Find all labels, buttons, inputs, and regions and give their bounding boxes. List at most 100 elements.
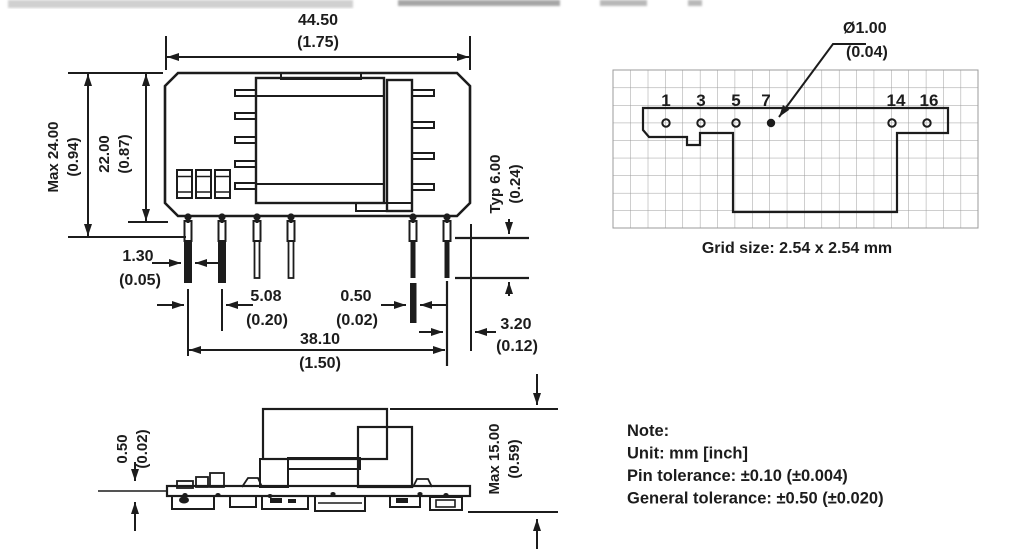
pin-joint [409, 213, 417, 221]
pin-5 [253, 240, 261, 279]
dim-side-height-max-inch: (0.59) [506, 439, 523, 478]
dim-pin-edge-offset-mm: 3.20 [500, 316, 531, 333]
lead [234, 89, 257, 97]
notes: Note: Unit: mm [inch] Pin tolerance: ±0.… [627, 422, 884, 508]
lead [411, 183, 435, 191]
hole-dia-mm: Ø1.00 [843, 20, 887, 37]
pin-joint [443, 213, 451, 221]
top-streak [8, 0, 353, 8]
cropped-top-streaks [8, 0, 702, 8]
lead [234, 112, 257, 120]
dim-pcb-thickness: 0.50 (0.02) [114, 429, 151, 531]
pin-label-14: 14 [887, 91, 906, 110]
dim-pin-span-inch: (1.50) [299, 355, 341, 372]
pin-joint [218, 213, 226, 221]
smd-component [261, 495, 309, 510]
dim-pin-width-mm: 1.30 [122, 248, 153, 265]
lead [411, 89, 435, 97]
pin-label-16: 16 [920, 91, 939, 110]
dim-side-height-max-mm: Max 15.00 [486, 424, 503, 495]
lead [234, 136, 257, 144]
pin-layout-diagram: Ø1.00 (0.04) 1 3 5 7 14 16 Grid size: 2.… [612, 20, 979, 257]
pin-joint [184, 213, 192, 221]
footprint-outline [641, 106, 950, 214]
pin-14 [410, 241, 416, 278]
dim-pin-length-mm: Typ 6.00 [487, 155, 504, 214]
pin-1 [184, 241, 192, 283]
hole-dia-leader-arrow [778, 43, 866, 118]
lead [411, 152, 435, 160]
smd-component [229, 495, 257, 508]
small-component [176, 480, 194, 489]
component-block [259, 458, 289, 488]
note-pin-tolerance: Pin tolerance: ±0.10 (±0.004) [627, 467, 848, 485]
dim-pin-pitch: 5.08 (0.20) [157, 288, 288, 329]
module-case-outline [163, 71, 472, 218]
lead [411, 121, 435, 129]
dim-pin-thickness: 0.50 (0.02) [336, 288, 446, 329]
grid-size-caption: Grid size: 2.54 x 2.54 mm [702, 240, 892, 257]
pin-16 [444, 241, 450, 278]
dim-pin-pitch-inch: (0.20) [246, 312, 288, 329]
top-streak [688, 0, 702, 6]
dim-width-inch: (1.75) [297, 34, 339, 51]
dim-pin-thickness-inch: (0.02) [336, 312, 378, 329]
pin-hole-7 [766, 118, 776, 128]
pin-shoulders [183, 220, 452, 242]
smd-component [171, 495, 215, 510]
smd-component [389, 495, 421, 508]
small-component [195, 476, 209, 488]
transformer-right-leads [411, 89, 435, 191]
dim-pin-span-mm: 38.10 [300, 331, 340, 348]
pin-label-3: 3 [696, 91, 705, 110]
pin-label-7: 7 [761, 91, 770, 110]
dim-width: 44.50 (1.75) [165, 12, 471, 70]
dim-pin-pitch-mm: 5.08 [250, 288, 281, 305]
pin-hole-16 [922, 118, 932, 128]
dim-pin-edge-offset-inch: (0.12) [496, 338, 538, 355]
dim-pcb-thickness-mm: 0.50 [114, 434, 131, 463]
pin-hole-3 [696, 118, 706, 128]
pin-label-5: 5 [731, 91, 740, 110]
capacitor [176, 169, 193, 199]
side-view: 0.50 (0.02) Max 15.00 (0.59) [98, 374, 558, 549]
dim-width-mm: 44.50 [298, 12, 338, 29]
tall-component [356, 425, 414, 489]
pin-hole-14 [887, 118, 897, 128]
top-streak [600, 0, 647, 6]
dim-height-max-mm: Max 24.00 [45, 122, 62, 193]
note-unit: Unit: mm [inch] [627, 445, 748, 463]
bent-lead [412, 478, 433, 488]
dim-pin-edge-offset: 3.20 (0.12) [419, 316, 538, 355]
pin-7 [287, 240, 295, 279]
bent-lead [241, 477, 263, 488]
transformer-top-strip [280, 72, 362, 80]
note-general-tolerance: General tolerance: ±0.50 (±0.020) [627, 490, 884, 508]
dim-pin-thickness-mm: 0.50 [340, 288, 371, 305]
dim-case-height-inch: (0.87) [116, 134, 133, 173]
dim-pin-width-inch: (0.05) [119, 272, 161, 289]
dim-case-height: 22.00 (0.87) [96, 74, 168, 223]
capacitor-terminal-lines [177, 175, 230, 193]
pin-joint [253, 213, 261, 221]
smd-component [429, 496, 463, 511]
top-streak [398, 0, 560, 6]
pin-label-1: 1 [661, 91, 670, 110]
dim-pin-length-inch: (0.24) [507, 164, 524, 203]
pin-hole-5 [731, 118, 741, 128]
front-view: 44.50 (1.75) Max 24.00 (0.94) 22.00 (0.8… [45, 12, 538, 372]
dim-pin-width: 1.30 (0.05) [119, 248, 224, 289]
front-view-pins [183, 213, 452, 283]
pin-hole-1 [661, 118, 671, 128]
pin-joint [287, 213, 295, 221]
lead [234, 182, 257, 190]
transformer-side [261, 407, 389, 461]
note-title: Note: [627, 422, 669, 440]
dim-pin-length: Typ 6.00 (0.24) [455, 155, 529, 296]
capacitor [195, 169, 212, 199]
bottom-side-components [171, 492, 463, 512]
dim-pcb-thickness-inch: (0.02) [134, 429, 151, 468]
capacitor-bank [176, 169, 231, 199]
